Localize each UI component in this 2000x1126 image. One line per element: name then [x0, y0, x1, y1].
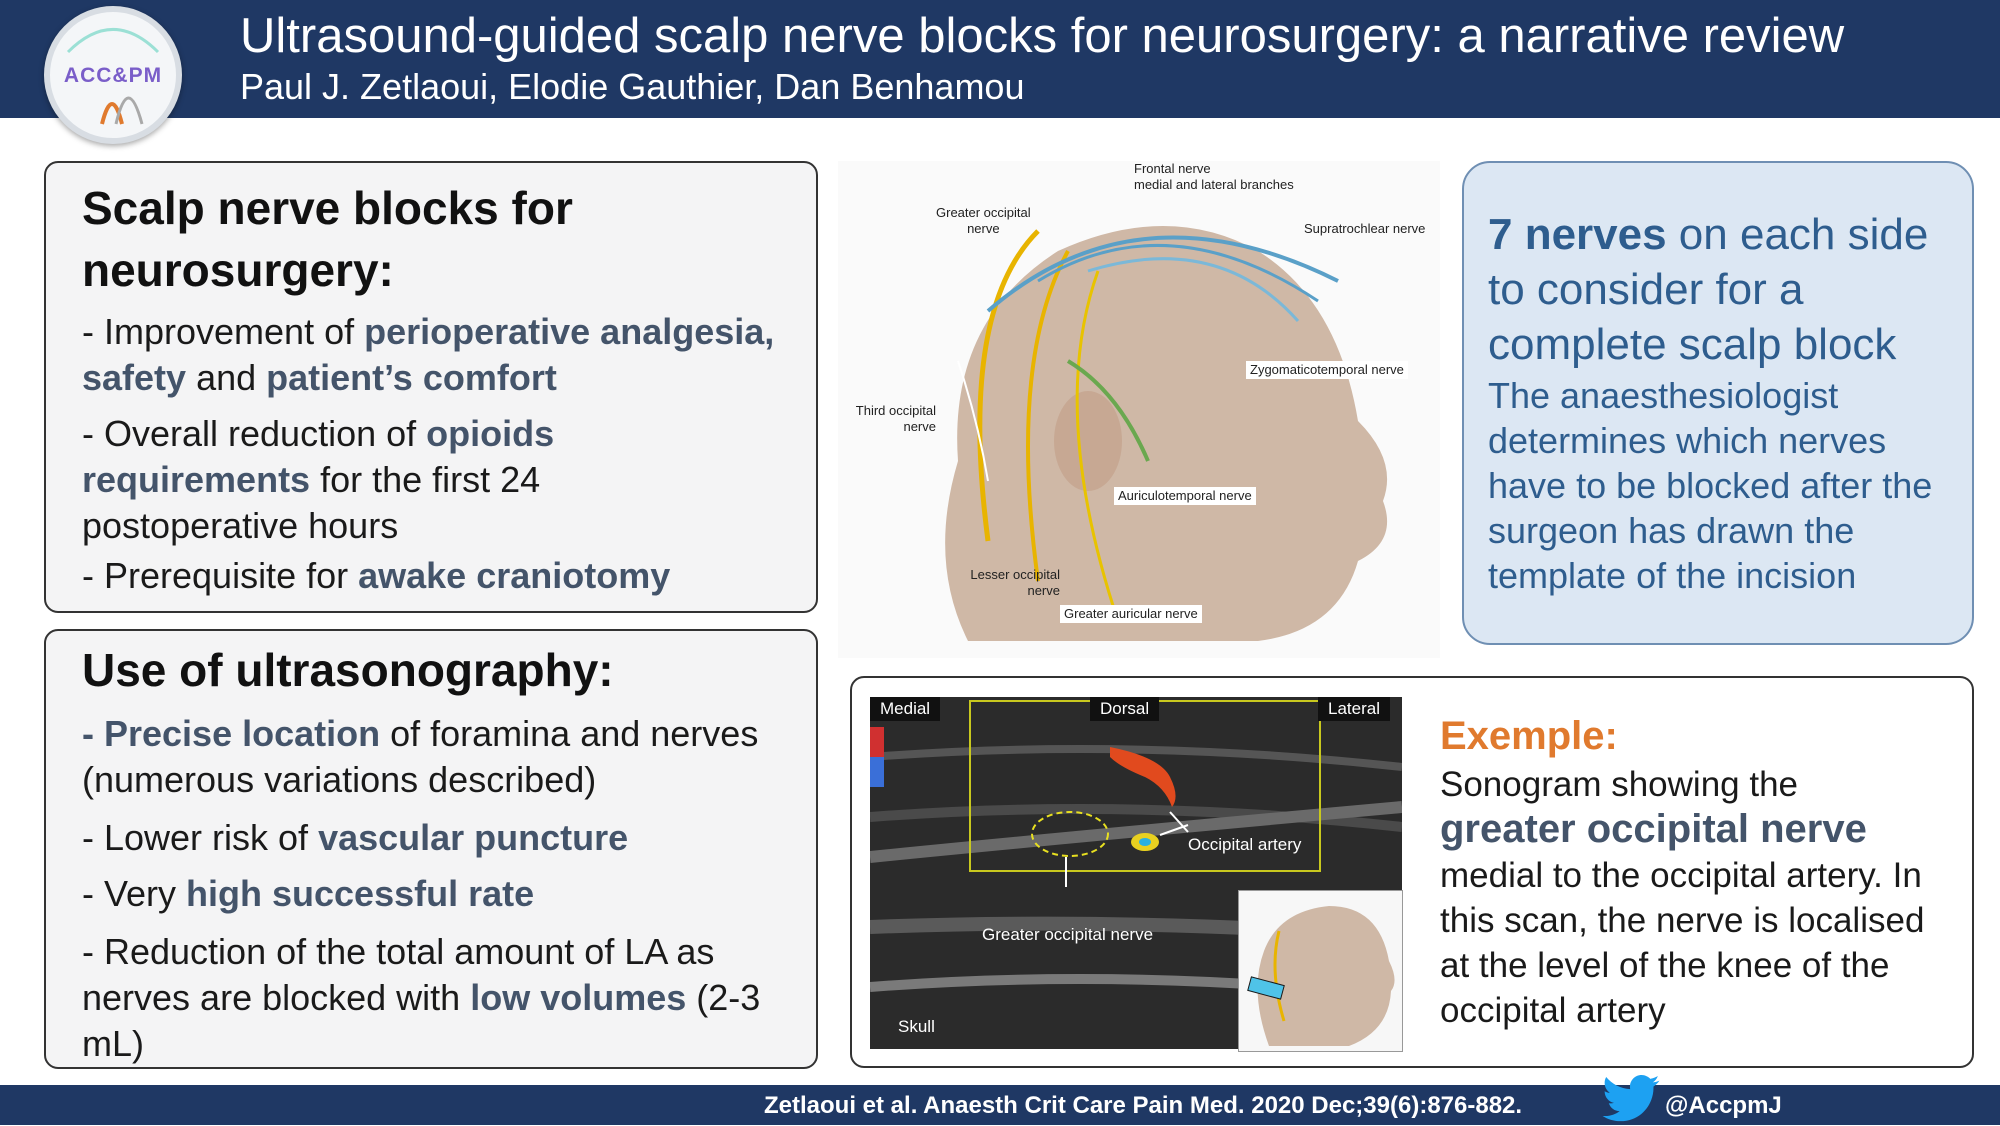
label-medial: Medial	[870, 697, 941, 721]
header-banner	[0, 0, 2000, 118]
label-skull: Skull	[898, 1017, 935, 1036]
anaesthesiologist-text: The anaesthesiologist determines which n…	[1488, 375, 1933, 596]
bullet-volumes: - Reduction of the total amount of LA as…	[82, 931, 761, 1064]
citation: Zetlaoui et al. Anaesth Crit Care Pain M…	[764, 1092, 1523, 1119]
authors: Paul J. Zetlaoui, Elodie Gauthier, Dan B…	[240, 66, 1025, 107]
seven-nerves-panel: 7 nerves on each side to consider for a …	[1462, 161, 1974, 645]
bullet-opioids: - Overall reduction of opioids requireme…	[82, 413, 555, 546]
label-occipital-artery: Occipital artery	[1188, 835, 1302, 854]
example-text: Sonogram showing the greater occipital n…	[1440, 765, 1925, 1030]
example-label: Exemple:	[1440, 714, 1618, 758]
probe-position-inset	[1238, 890, 1403, 1052]
scalp-blocks-panel: Scalp nerve blocks for neurosurgery: - I…	[44, 161, 818, 613]
seven-nerves-text: 7 nerves on each side to consider for a …	[1488, 210, 1929, 369]
label-auriculotemporal: Auriculotemporal nerve	[1114, 487, 1256, 505]
journal-logo: ACC&PM	[44, 6, 182, 144]
logo-text: ACC&PM	[63, 64, 163, 87]
twitter-handle[interactable]: @AccpmJ	[1665, 1092, 1782, 1119]
panel-heading: Scalp nerve blocks for neurosurgery:	[82, 182, 573, 296]
page-title: Ultrasound-guided scalp nerve blocks for…	[240, 9, 1845, 63]
probe-head-illustration	[1247, 906, 1395, 1046]
bullet-awake: - Prerequisite for awake craniotomy	[82, 555, 671, 596]
bullet-vascular: - Lower risk of vascular puncture	[82, 817, 629, 858]
bullet-success: - Very high successful rate	[82, 873, 535, 914]
bullet-analgesia: - Improvement of perioperative analgesia…	[82, 311, 775, 398]
panel-heading: Use of ultrasonography:	[82, 644, 614, 696]
head-illustration	[945, 226, 1388, 641]
twitter-bird-icon[interactable]	[1600, 1074, 1662, 1126]
label-dorsal: Dorsal	[1090, 697, 1160, 721]
footer-banner	[0, 1085, 2000, 1125]
label-greater-auricular: Greater auricular nerve	[1060, 605, 1202, 623]
label-lateral: Lateral	[1318, 697, 1390, 721]
label-supratrochlear: Supratrochlear nerve	[1304, 221, 1426, 236]
logo-arch-icon	[66, 28, 160, 125]
ultrasonography-panel: Use of ultrasonography: - Precise locati…	[44, 629, 818, 1069]
label-zygomaticotemporal: Zygomaticotemporal nerve	[1246, 361, 1408, 379]
bullet-location: - Precise location of foramina and nerve…	[82, 713, 759, 800]
label-greater-occipital-nerve: Greater occipital nerve	[982, 925, 1154, 944]
